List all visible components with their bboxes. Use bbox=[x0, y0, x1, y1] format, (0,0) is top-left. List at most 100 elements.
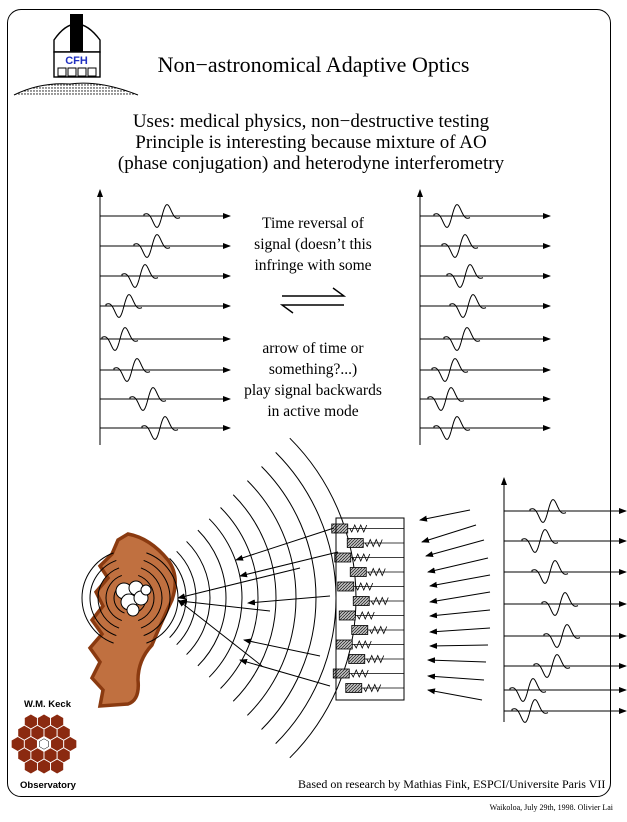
focus-arrow bbox=[177, 599, 263, 667]
spring bbox=[366, 654, 385, 664]
array-frame bbox=[335, 517, 405, 701]
wavefront-arc bbox=[169, 558, 187, 638]
spring bbox=[367, 567, 386, 577]
transducer-element bbox=[338, 610, 356, 621]
transducer-element bbox=[349, 567, 367, 577]
wavefront-arc bbox=[89, 559, 117, 637]
outgoing-arrow bbox=[235, 527, 335, 561]
pulse-wave bbox=[101, 326, 139, 352]
waveform-panel-left bbox=[97, 189, 231, 445]
pulse-wave bbox=[531, 559, 569, 585]
page-title: Non−astronomical Adaptive Optics bbox=[157, 52, 470, 77]
spring bbox=[353, 639, 372, 650]
outgoing-arrow bbox=[243, 638, 321, 657]
credit-text: Based on research by Mathias Fink, ESPCI… bbox=[298, 777, 606, 791]
focus-arrow bbox=[179, 598, 271, 612]
pulse-wave bbox=[431, 357, 469, 383]
double-arrow-icon bbox=[279, 287, 347, 314]
target-scatterer bbox=[115, 580, 152, 617]
wavefront-arc bbox=[220, 507, 259, 689]
pulse-wave bbox=[449, 293, 487, 319]
uses-line: Principle is interesting because mixture… bbox=[135, 132, 487, 153]
pulse-wave bbox=[441, 233, 479, 259]
wavefront-arc bbox=[197, 529, 227, 667]
wavefront-arc bbox=[289, 437, 357, 759]
incoming-arrow bbox=[429, 609, 491, 619]
pulse-wave bbox=[511, 698, 549, 724]
outgoing-arrow bbox=[239, 659, 331, 687]
waveform-panel-right bbox=[417, 189, 551, 445]
mirror-center bbox=[39, 738, 49, 750]
wavefront-arc bbox=[176, 550, 197, 646]
spring bbox=[363, 683, 382, 693]
incoming-arrow bbox=[429, 591, 491, 604]
incoming-arrow bbox=[425, 539, 485, 558]
wavefront-arc bbox=[232, 494, 277, 702]
text-line: arrow of time or bbox=[262, 340, 364, 357]
incoming-arrow bbox=[419, 509, 471, 522]
pulse-wave bbox=[433, 203, 471, 229]
transducer-element bbox=[348, 654, 366, 664]
pulse-wave bbox=[446, 263, 484, 289]
transducer-element bbox=[337, 581, 355, 592]
pulse-wave bbox=[433, 415, 471, 441]
wavefront-arc bbox=[105, 574, 122, 622]
pulse-wave bbox=[113, 357, 151, 383]
spring bbox=[369, 625, 388, 635]
mirror-segment bbox=[37, 758, 51, 775]
wavefront-arc bbox=[247, 480, 297, 716]
wavefront-arcs bbox=[81, 437, 357, 759]
wavefront-arc bbox=[97, 567, 120, 629]
keck-label-top: W.M. Keck bbox=[24, 699, 71, 710]
transducer-element bbox=[346, 538, 364, 548]
transducer-element bbox=[334, 552, 352, 563]
pulse-wave bbox=[521, 528, 559, 554]
keck-mirror-logo bbox=[10, 713, 78, 775]
transducer-element bbox=[351, 625, 369, 635]
pulse-wave bbox=[529, 498, 567, 524]
uses-line: Uses: medical physics, non−destructive t… bbox=[132, 111, 490, 132]
wavefront-arc bbox=[138, 574, 155, 622]
pulse-wave bbox=[129, 386, 167, 412]
spring bbox=[355, 581, 374, 592]
date-author-text: Waikoloa, July 29th, 1998. Olivier Lai bbox=[489, 803, 613, 812]
wavefront-arc bbox=[208, 518, 243, 678]
incoming-arrow bbox=[427, 557, 489, 574]
incoming-arrow bbox=[429, 627, 491, 635]
pulse-wave bbox=[141, 415, 179, 441]
pulse-wave bbox=[533, 653, 571, 679]
time-reversal-text: Time reversal of signal (doesn’t this in… bbox=[228, 213, 398, 276]
pulse-wave bbox=[143, 203, 181, 229]
pulse-wave bbox=[509, 677, 547, 703]
uses-line: (phase conjugation) and heterodyne inter… bbox=[117, 153, 505, 174]
wavefront-arc bbox=[186, 541, 211, 655]
transducer-element bbox=[335, 639, 353, 650]
incoming-arrow bbox=[427, 673, 485, 681]
mirror-segment bbox=[23, 758, 38, 775]
incoming-arrow bbox=[429, 574, 491, 588]
transducer-element bbox=[331, 523, 349, 534]
wavefront-arc bbox=[140, 567, 163, 629]
incoming-arrow bbox=[421, 524, 477, 543]
arrow-of-time-text: arrow of time or something?...) play sig… bbox=[218, 338, 408, 422]
slide-frame bbox=[7, 9, 611, 797]
uses-text: Uses: medical physics, non−destructive t… bbox=[96, 111, 526, 174]
pulse-wave bbox=[443, 326, 481, 352]
outgoing-arrow bbox=[247, 595, 331, 606]
pulse-wave bbox=[133, 233, 171, 259]
pulse-wave bbox=[427, 386, 465, 412]
wave-direction-arrows bbox=[177, 509, 491, 701]
text-line: signal (doesn’t this bbox=[254, 236, 372, 253]
incoming-arrow bbox=[427, 657, 487, 664]
spring bbox=[350, 668, 369, 679]
outgoing-arrow bbox=[239, 551, 339, 578]
text-line: something?...) bbox=[268, 361, 358, 378]
wavefront-arc bbox=[81, 552, 114, 644]
spring bbox=[370, 596, 389, 606]
spring bbox=[349, 523, 368, 534]
transducer-array bbox=[331, 517, 405, 701]
incoming-arrow bbox=[427, 688, 483, 701]
wavefront-arc bbox=[143, 559, 171, 637]
waveform-panel-bottom bbox=[501, 477, 627, 724]
